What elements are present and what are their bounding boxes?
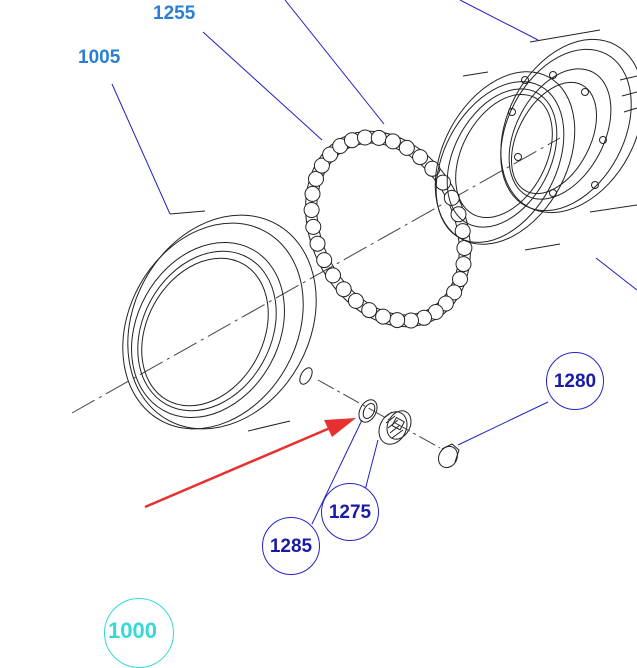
bearing-ball: [412, 149, 429, 166]
housing-ring-1005: [122, 210, 317, 432]
bearing-ball: [398, 139, 415, 156]
hub-assembly: [500, 29, 637, 214]
bearing-ball: [403, 312, 419, 329]
diagram-drawing: [71, 0, 637, 525]
bearing-ball: [454, 223, 471, 240]
bearing-ball: [335, 281, 352, 298]
bearing-ball: [309, 235, 326, 252]
bearing-ball: [375, 308, 392, 325]
bearing-ball: [325, 267, 341, 284]
bearing-ball: [389, 312, 406, 329]
assembly-label-1000: 1000: [108, 618, 157, 643]
bearing-ball: [305, 218, 322, 235]
bearing-ball: [416, 309, 432, 326]
bearing-ball: [313, 157, 330, 174]
pin-1280: [438, 443, 460, 469]
bearing-ball: [308, 170, 324, 187]
bearing-ball: [344, 132, 360, 149]
centre-axis: [71, 137, 561, 414]
bearing-ball: [304, 185, 321, 202]
bearing-ball: [446, 284, 463, 301]
ball-bearing-1255: [303, 129, 473, 329]
bearing-ball: [435, 174, 451, 191]
bearing-ball: [316, 252, 333, 269]
callout-1285: 1285: [262, 517, 320, 575]
o-ring-1285: [358, 399, 378, 423]
pointer-arrow: [144, 418, 356, 509]
part-label-1005: 1005: [78, 47, 121, 68]
bearing-ball: [347, 292, 364, 309]
part-label-1255: 1255: [153, 3, 196, 24]
bearing-ball: [370, 129, 387, 146]
bearing-ball: [452, 271, 468, 288]
bearing-ball: [450, 206, 467, 223]
race-ring: [434, 71, 576, 251]
bearing-ball: [361, 302, 378, 319]
bearing-ball: [455, 256, 472, 273]
callout-1275: 1275: [321, 483, 379, 541]
bearing-ball: [357, 129, 373, 146]
callout-1280: 1280: [546, 352, 604, 410]
threaded-plug-1275: [378, 410, 412, 445]
bearing-ball: [303, 202, 320, 218]
bearing-ball: [384, 133, 401, 150]
exploded-parts-diagram: 1005 1255 1280 1275 1285 1000: [71, 0, 637, 668]
